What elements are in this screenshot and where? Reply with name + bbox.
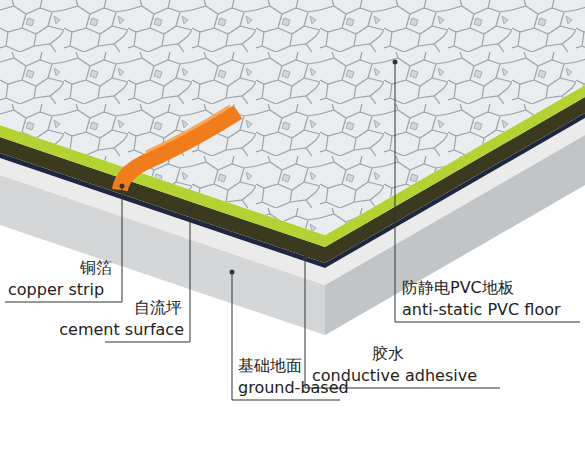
- english-label: copper strip: [8, 280, 104, 299]
- leader-dots: [120, 60, 398, 275]
- chinese-label: 防静电PVC地板: [402, 278, 514, 297]
- chinese-label: 自流坪: [134, 298, 182, 317]
- copper-highlight: [146, 106, 230, 152]
- copper-strip: [120, 112, 238, 190]
- english-label: anti-static PVC floor: [402, 300, 561, 319]
- english-label: cement surface: [59, 320, 184, 339]
- chinese-label: 铜箔: [80, 258, 112, 277]
- chinese-label: 胶水: [372, 344, 404, 363]
- chinese-label: 基础地面: [238, 356, 302, 375]
- pvc-surface: [0, 0, 585, 235]
- english-label: conductive adhesive: [312, 366, 477, 385]
- leader-lines: [5, 62, 580, 400]
